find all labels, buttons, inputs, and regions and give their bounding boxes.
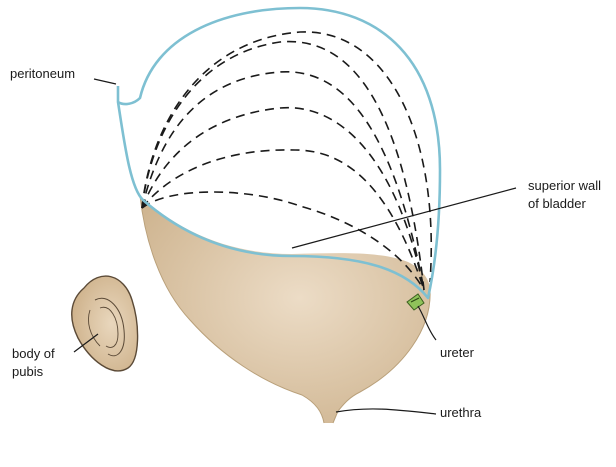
dashed-line-2 <box>141 149 425 291</box>
dashed-line-4 <box>141 71 425 291</box>
bladder-body <box>140 196 431 423</box>
leader-ureter <box>417 305 437 341</box>
leader-superior-wall <box>291 187 517 249</box>
ureter-opening <box>406 293 425 311</box>
dashed-line-5 <box>141 40 425 291</box>
label-body-of-pubis: body of pubis <box>12 345 55 381</box>
bladder-outline <box>139 195 325 424</box>
peritoneum-line <box>116 6 442 300</box>
leader-urethra <box>335 408 437 415</box>
pubis-bone <box>71 275 139 372</box>
leader-pubis <box>73 333 99 353</box>
leader-lines <box>73 78 517 415</box>
dashed-line-3 <box>141 106 425 291</box>
label-superior-wall: superior wall of bladder <box>528 177 601 213</box>
label-peritoneum: peritoneum <box>10 66 76 81</box>
expansion-dashed-lines <box>141 31 432 291</box>
label-superior-wall-line2: of bladder <box>528 196 586 211</box>
label-pubis-line1: body of <box>12 346 55 361</box>
label-pubis-line2: pubis <box>12 364 44 379</box>
label-superior-wall-line1: superior wall <box>528 178 601 193</box>
label-ureter: ureter <box>440 345 474 360</box>
leader-peritoneum <box>93 78 117 85</box>
label-urethra: urethra <box>440 405 482 420</box>
dashed-line-1 <box>141 191 425 291</box>
dashed-line-6 <box>141 31 432 283</box>
